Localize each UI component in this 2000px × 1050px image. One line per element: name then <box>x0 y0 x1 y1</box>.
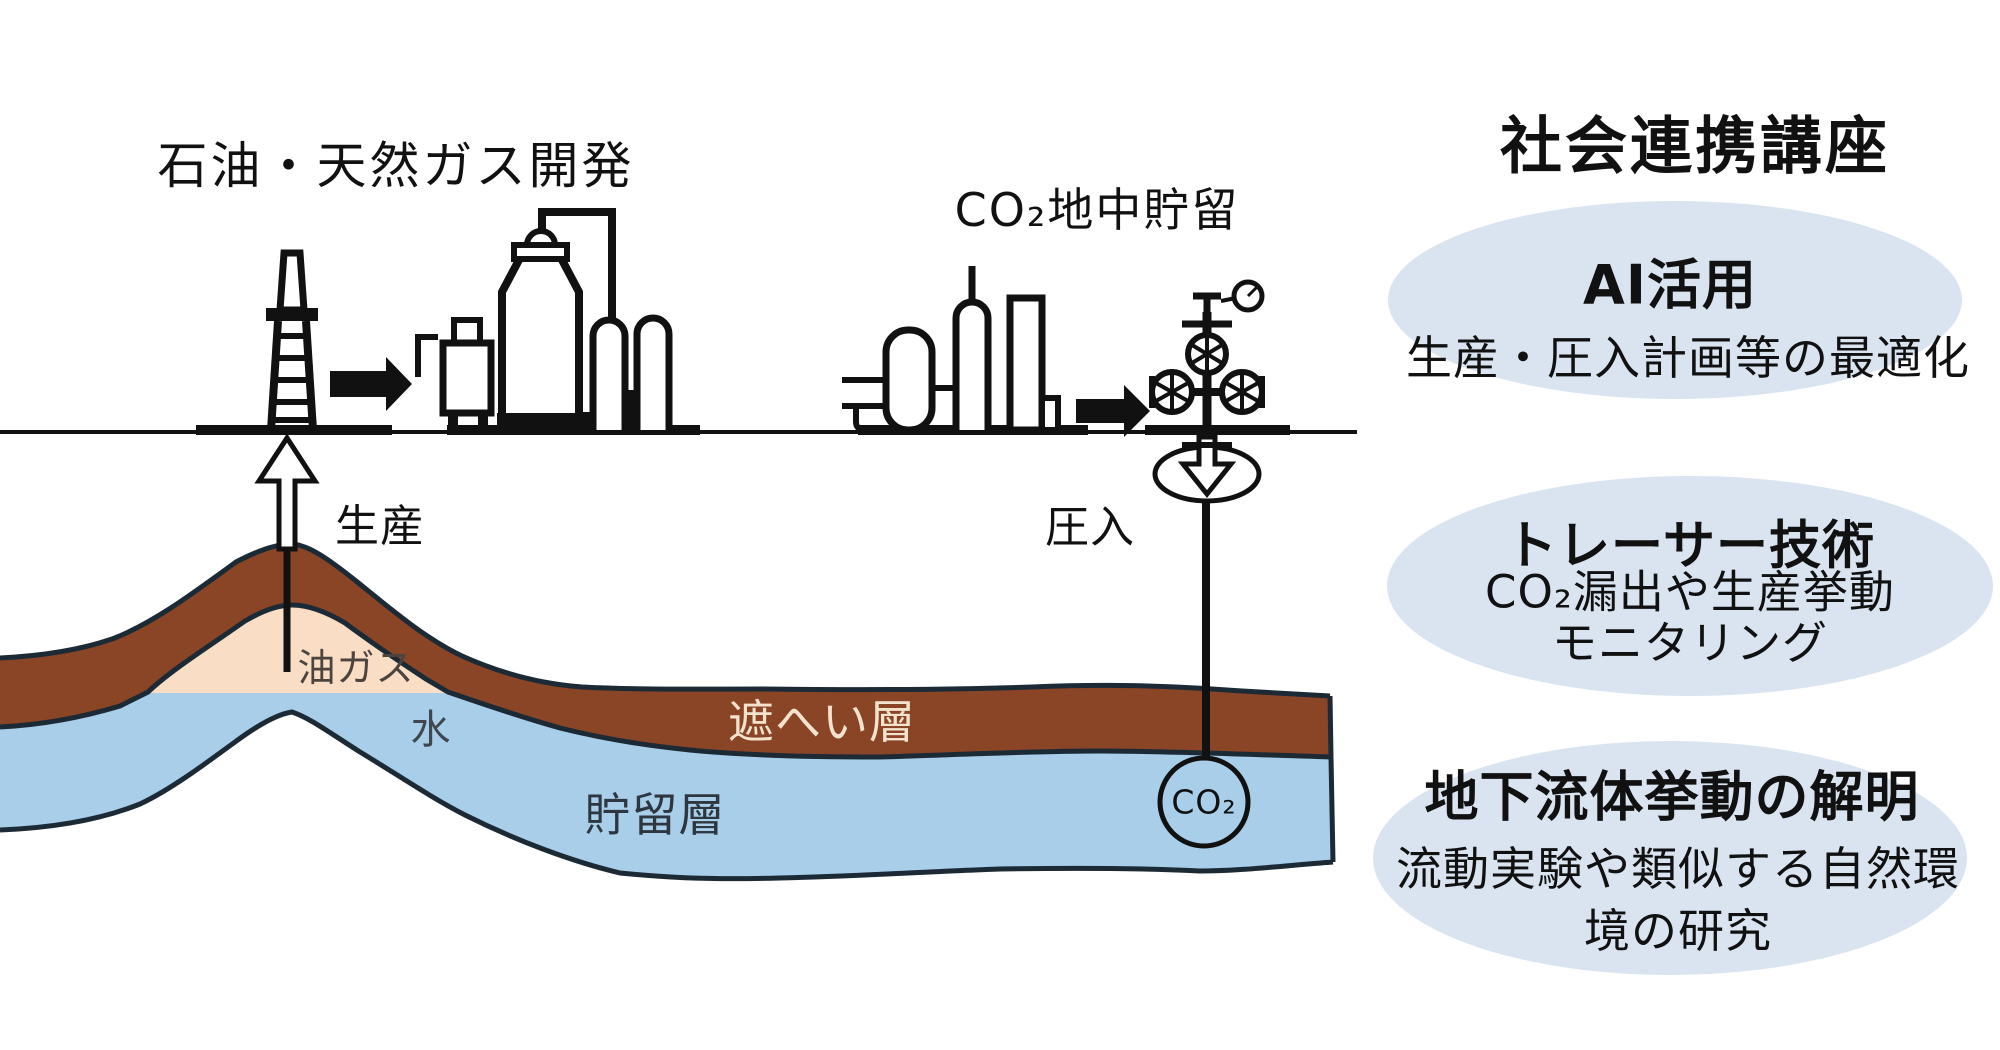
seal-layer-label: 遮へい層 <box>728 694 916 749</box>
refinery-left-pipe <box>415 334 438 377</box>
panel-title: 社会連携講座 <box>1499 109 1891 183</box>
injection-label: 圧入 <box>1045 501 1135 553</box>
right-arrow-icon <box>1076 385 1150 437</box>
up-arrow-icon <box>254 433 320 552</box>
refinery-main-vessel <box>498 254 583 422</box>
panel-item-ai-line: 生産・圧入計画等の最適化 <box>1406 330 1970 385</box>
valve-wheel-right <box>1219 369 1265 415</box>
ground-surface <box>0 425 1357 435</box>
panel-item-subsurface-title: 地下流体挙動の解明 <box>1424 765 1920 829</box>
plant-hook-pipe <box>853 406 872 433</box>
valve-wheel-left <box>1149 369 1195 415</box>
plant-capsule <box>882 326 936 434</box>
injection-well <box>1152 434 1262 849</box>
down-arrow-icon <box>1177 434 1237 499</box>
panel-item-subsurface-line2: 境の研究 <box>1584 903 1772 958</box>
geology-cross-section <box>0 541 1336 882</box>
production-label: 生産 <box>335 500 425 552</box>
panel-item-tracer-line1: CO₂漏出や生産挙動 <box>1485 565 1895 619</box>
seal-top-outline <box>0 541 1331 699</box>
panel-ellipse-subsurface <box>1373 741 1967 975</box>
panel-item-tracer-title: トレーサー技術 <box>1505 516 1875 577</box>
refinery-plant-icon <box>415 208 673 430</box>
left-section-title: 石油・天然ガス開発 <box>157 136 635 195</box>
oil-derrick-icon <box>266 249 318 431</box>
seal-bottom-outline <box>0 602 1332 760</box>
refinery-capsule-1 <box>589 316 629 430</box>
panel-item-ai-title: AI活用 <box>1583 253 1757 317</box>
reservoir-layer-shape <box>0 693 1333 879</box>
seal-layer-shape <box>0 544 1331 757</box>
oil-gas-trap-shape <box>148 605 448 693</box>
derrick-collar <box>266 308 318 321</box>
derrick-mast <box>276 249 308 314</box>
panel-item-tracer-line2: モニタリング <box>1551 616 1829 670</box>
reservoir-layer-label: 貯留層 <box>584 787 726 842</box>
co2-bubble-label: CO₂ <box>1171 782 1237 822</box>
oil-gas-label: 油ガス <box>297 646 415 691</box>
plant-column <box>1006 294 1046 434</box>
panel-ellipse-ai <box>1388 201 1962 399</box>
plant-column-step <box>1039 395 1061 433</box>
panel-item-subsurface-line1: 流動実験や類似する自然環 <box>1396 841 1960 896</box>
right-arrow-icon <box>330 357 412 411</box>
plant-tower <box>952 298 992 430</box>
co2-bubble <box>1157 755 1251 849</box>
co2-capture-plant-icon <box>842 266 1061 434</box>
panel-ellipse-tracer <box>1387 476 1993 696</box>
refinery-left-unit <box>439 339 495 417</box>
co2-storage-title: CO₂地中貯留 <box>954 182 1240 237</box>
water-label: 水 <box>410 707 452 753</box>
production-well <box>254 433 320 672</box>
refinery-vessel-dome <box>523 228 559 248</box>
layers-right-edge-outline <box>1327 695 1336 863</box>
wellhead-christmas-tree-icon <box>1149 279 1265 437</box>
refinery-capsule-2 <box>633 314 673 430</box>
reservoir-bottom-outline <box>0 709 1334 882</box>
panel-ellipses <box>1373 201 1993 975</box>
valve-wheel-top <box>1185 332 1229 376</box>
